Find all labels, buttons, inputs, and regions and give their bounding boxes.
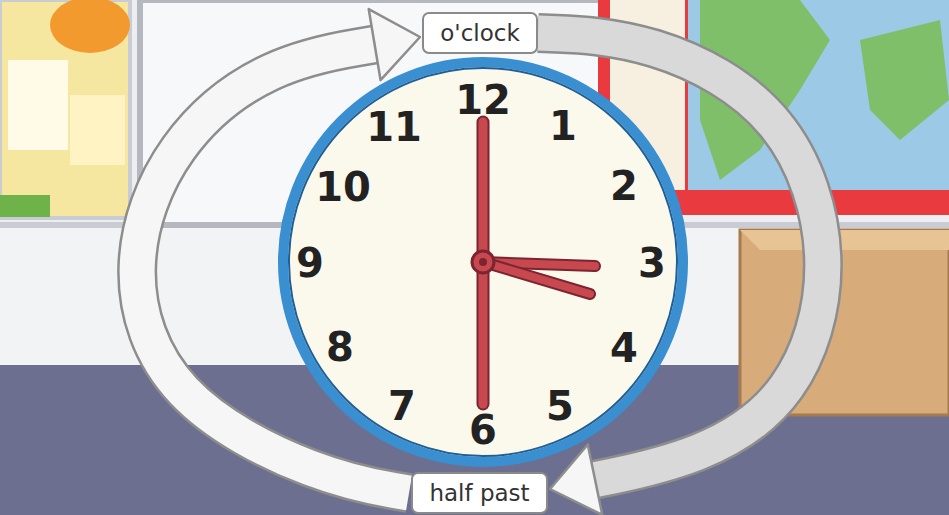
- arrow-body: [538, 33, 823, 480]
- clock-number: 11: [366, 107, 422, 147]
- poster-picture: [50, 0, 130, 53]
- arrow-head: [550, 444, 602, 515]
- clock-number: 1: [549, 106, 577, 146]
- clock-face: [283, 62, 683, 462]
- curved-arrow: [137, 9, 420, 493]
- time-label-box: half past: [411, 472, 548, 514]
- map-land: [860, 20, 949, 140]
- clock-number: 8: [326, 327, 354, 367]
- clock-number: 4: [610, 328, 638, 368]
- time-label: o'clock: [426, 16, 533, 50]
- arrow-outline: [538, 33, 823, 480]
- clock-number: 2: [610, 166, 638, 206]
- curved-arrow: [538, 33, 823, 515]
- clock-number: 10: [315, 167, 371, 207]
- clock-number: 12: [455, 80, 511, 120]
- hour-hand-outline: [483, 262, 590, 294]
- poster-strip: [0, 195, 50, 217]
- hour-hand: [483, 262, 590, 294]
- poster-note: [70, 95, 125, 165]
- clock-number: 6: [469, 410, 497, 450]
- time-label-box: o'clock: [422, 12, 538, 54]
- clock-rim: [289, 68, 677, 456]
- box-lid: [740, 230, 949, 250]
- clock-number: 5: [546, 386, 574, 426]
- minute-hand: [479, 122, 488, 404]
- clock-pivot: [472, 251, 494, 273]
- poster-note: [8, 60, 68, 150]
- clock-pivot-center: [479, 258, 487, 266]
- time-label: half past: [415, 476, 543, 510]
- arrow-head: [369, 9, 420, 80]
- clock-number: 7: [388, 386, 416, 426]
- clock-number: 3: [638, 243, 666, 283]
- clock-number: 9: [296, 243, 324, 283]
